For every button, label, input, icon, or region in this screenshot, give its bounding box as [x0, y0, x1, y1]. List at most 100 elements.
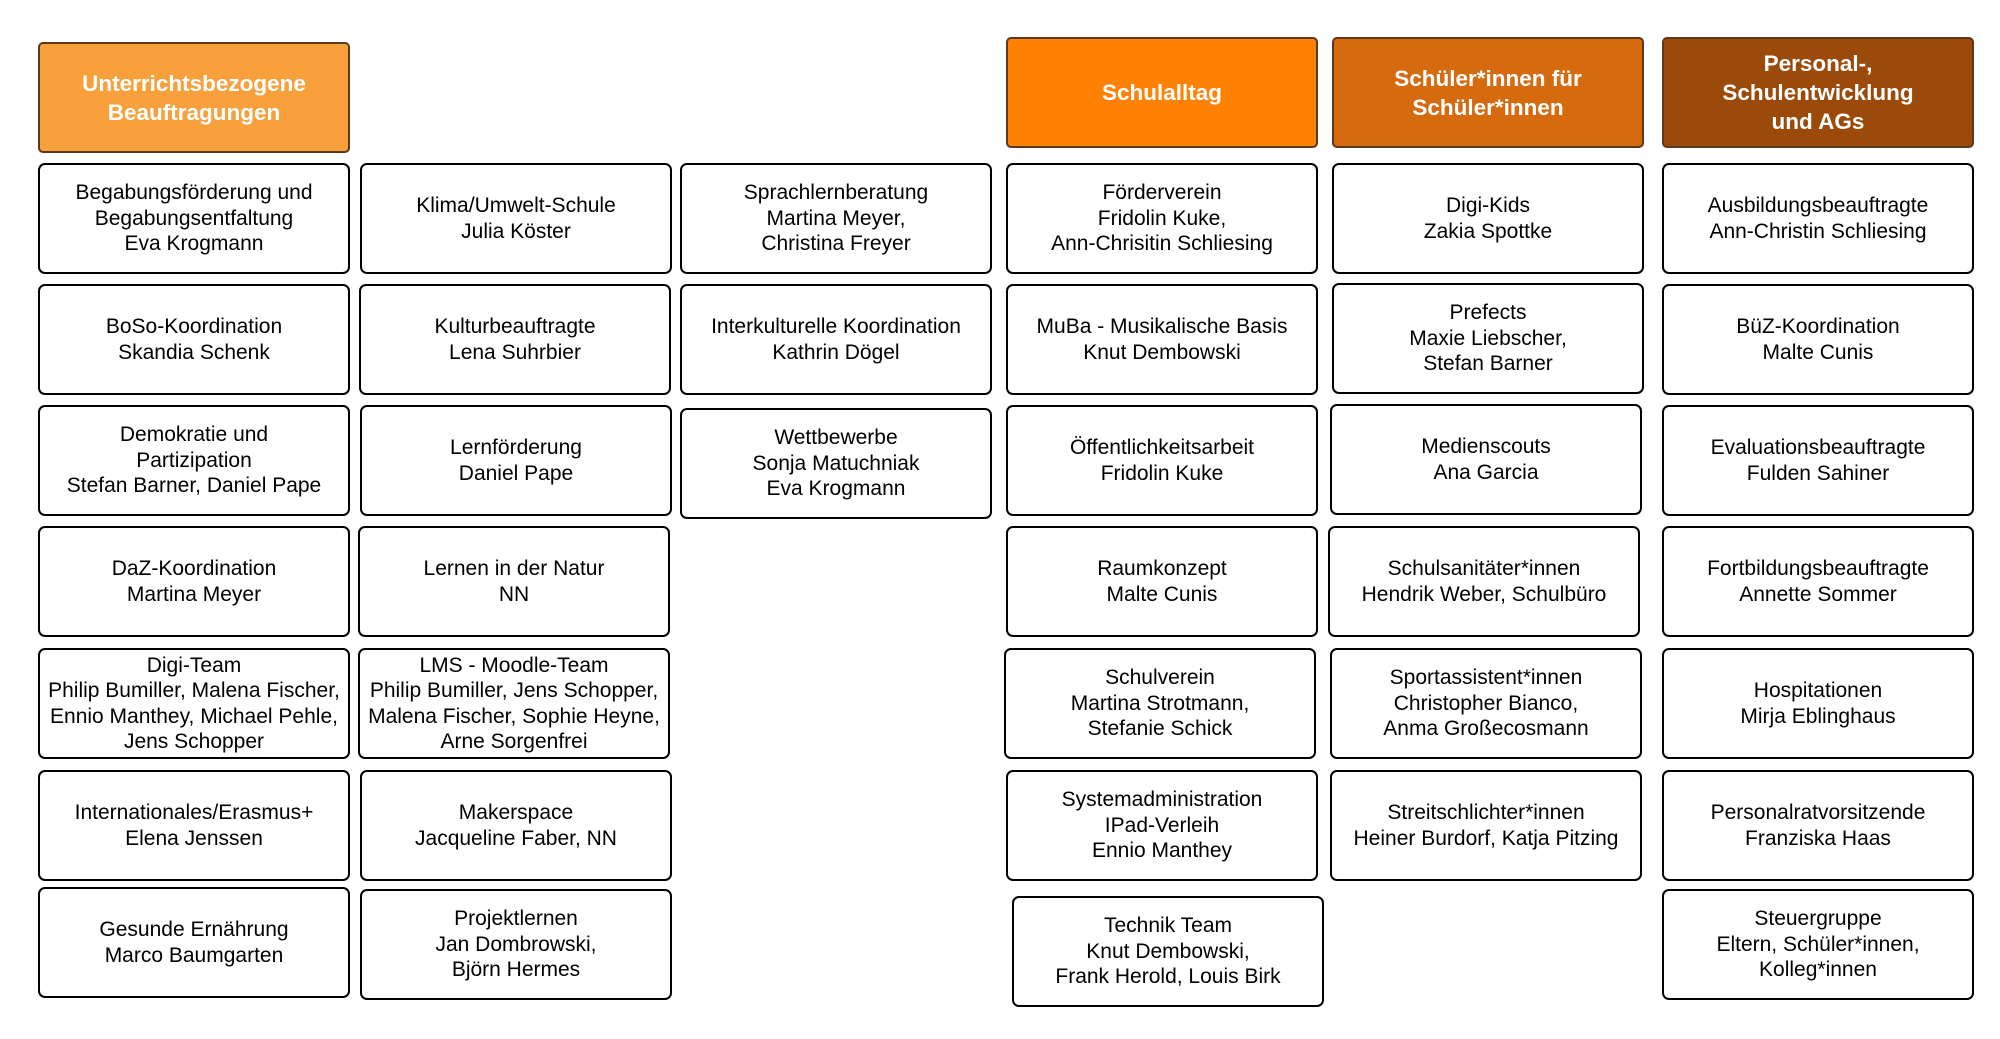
role-person: Anma Großecosmann: [1383, 717, 1589, 741]
role-person: Julia Köster: [461, 219, 571, 243]
role-title: Interkulturelle Koordination: [711, 315, 961, 338]
role-box: Schulsanitäter*innen Hendrik Weber, Schu…: [1328, 526, 1640, 637]
role-person: Malte Cunis: [1106, 582, 1218, 606]
role-box: Wettbewerbe Sonja Matuchniak Eva Krogman…: [680, 408, 992, 519]
role-person: Ann-Christin Schliesing: [1709, 219, 1927, 243]
role-person: NN: [498, 582, 530, 606]
role-person: Hendrik Weber, Schulbüro: [1361, 582, 1607, 606]
role-box: Raumkonzept Malte Cunis: [1006, 526, 1318, 637]
role-person: Martina Meyer: [126, 582, 262, 606]
role-title: Hospitationen: [1753, 679, 1883, 702]
role-box: LMS - Moodle-Team Philip Bumiller, Jens …: [358, 648, 670, 759]
role-title: Prefects: [1449, 301, 1527, 325]
role-person: Annette Sommer: [1739, 582, 1897, 606]
role-person: Heiner Burdorf, Katja Pitzing: [1353, 826, 1619, 850]
role-line: Partizipation: [136, 448, 252, 472]
role-title: LMS - Moodle-Team: [419, 653, 609, 677]
header-schulalltag: Schulalltag: [1006, 37, 1318, 148]
role-box: Lernen in der Natur NN: [358, 526, 670, 637]
role-title: Ausbildungsbeauftragte: [1707, 194, 1929, 217]
role-title: Begabungsförderung und: [75, 181, 313, 205]
role-box: BüZ-Koordination Malte Cunis: [1662, 284, 1974, 395]
role-person: Kolleg*innen: [1759, 958, 1877, 982]
role-box: Interkulturelle Koordination Kathrin Dög…: [680, 284, 992, 395]
role-box: Öffentlichkeitsarbeit Fridolin Kuke: [1006, 405, 1318, 516]
role-box: DaZ-Koordination Martina Meyer: [38, 526, 350, 637]
role-person: Knut Dembowski: [1083, 340, 1241, 364]
header-line: Personal-,: [1763, 51, 1873, 76]
role-title: DaZ-Koordination: [111, 557, 277, 580]
role-person: Daniel Pape: [458, 461, 574, 485]
role-box: Streitschlichter*innen Heiner Burdorf, K…: [1330, 770, 1642, 881]
role-person: Kathrin Dögel: [772, 340, 900, 364]
role-person: Fridolin Kuke,: [1097, 206, 1227, 230]
role-title: Schulsanitäter*innen: [1387, 557, 1581, 580]
header-unterrichtsbezogene-beauftragungen: Unterrichtsbezogene Beauftragungen: [38, 42, 350, 153]
role-person: Skandia Schenk: [118, 340, 270, 364]
header-line: Unterrichtsbezogene: [82, 70, 306, 96]
role-box: Systemadministration IPad-Verleih Ennio …: [1006, 770, 1318, 881]
role-title: Wettbewerbe: [774, 426, 898, 450]
role-box: MuBa - Musikalische Basis Knut Dembowski: [1006, 284, 1318, 395]
role-box: Digi-Team Philip Bumiller, Malena Fische…: [38, 648, 350, 759]
role-line: IPad-Verleih: [1104, 813, 1220, 837]
role-person: Martina Meyer,: [766, 206, 906, 230]
role-person: Philip Bumiller, Malena Fischer,: [48, 679, 340, 702]
role-person: Stefan Barner, Daniel Pape: [66, 474, 322, 498]
header-schueler-fuer-schueler: Schüler*innen für Schüler*innen: [1332, 37, 1644, 148]
role-person: Jens Schopper: [123, 730, 265, 753]
role-title: Systemadministration: [1061, 788, 1263, 812]
role-title: Projektlernen: [454, 907, 578, 931]
role-box: Internationales/Erasmus+ Elena Jenssen: [38, 770, 350, 881]
role-person: Eltern, Schüler*innen,: [1716, 932, 1920, 956]
role-person: Philip Bumiller, Jens Schopper,: [369, 679, 659, 702]
role-person: Ennio Manthey: [1091, 839, 1233, 863]
role-person: Jacqueline Faber, NN: [415, 826, 617, 850]
role-person: Eva Krogmann: [766, 477, 906, 501]
header-line: Schüler*innen für: [1394, 65, 1582, 91]
role-title: MuBa - Musikalische Basis: [1036, 315, 1288, 338]
role-title: Digi-Team: [146, 653, 242, 677]
header-line: Schüler*innen: [1412, 94, 1564, 120]
role-title: Streitschlichter*innen: [1387, 801, 1585, 824]
role-box: Schulverein Martina Strotmann, Stefanie …: [1004, 648, 1316, 759]
role-title: Steuergruppe: [1754, 907, 1882, 931]
role-person: Fulden Sahiner: [1746, 461, 1890, 485]
role-person: Christina Freyer: [761, 232, 911, 256]
role-box: Kulturbeauftragte Lena Suhrbier: [359, 284, 671, 395]
role-box: Sprachlernberatung Martina Meyer, Christ…: [680, 163, 992, 274]
role-person: Eva Krogmann: [124, 232, 264, 256]
role-person: Fridolin Kuke: [1100, 461, 1224, 485]
role-box: Demokratie und Partizipation Stefan Barn…: [38, 405, 350, 516]
header-personal-schulentwicklung: Personal-, Schulentwicklung und AGs: [1662, 37, 1974, 148]
role-person: Stefan Barner: [1423, 352, 1553, 376]
role-box: BoSo-Koordination Skandia Schenk: [38, 284, 350, 395]
role-person: Ennio Manthey, Michael Pehle,: [50, 704, 338, 728]
role-title: BoSo-Koordination: [105, 315, 283, 338]
role-person: Mirja Eblinghaus: [1740, 704, 1896, 728]
role-box: Evaluationsbeauftragte Fulden Sahiner: [1662, 405, 1974, 516]
role-title: Technik Team: [1103, 914, 1232, 938]
role-person: Martina Strotmann,: [1070, 691, 1250, 715]
role-title: Sprachlernberatung: [743, 181, 929, 205]
role-box: Projektlernen Jan Dombrowski, Björn Herm…: [360, 889, 672, 1000]
role-box: Personalratvorsitzende Franziska Haas: [1662, 770, 1974, 881]
role-person: Marco Baumgarten: [104, 943, 284, 967]
role-title: Öffentlichkeitsarbeit: [1069, 436, 1255, 459]
role-title: Raumkonzept: [1097, 557, 1227, 580]
role-title: Internationales/Erasmus+: [74, 801, 314, 824]
role-person: Malte Cunis: [1762, 340, 1874, 364]
role-person: Elena Jenssen: [125, 826, 263, 850]
role-title: Schulverein: [1105, 666, 1215, 690]
role-box: Prefects Maxie Liebscher, Stefan Barner: [1332, 283, 1644, 394]
role-title: Förderverein: [1102, 181, 1222, 205]
role-title: BüZ-Koordination: [1736, 315, 1900, 338]
role-box: Gesunde Ernährung Marco Baumgarten: [38, 887, 350, 998]
header-line: Schulentwicklung: [1722, 80, 1914, 105]
role-box: Ausbildungsbeauftragte Ann-Christin Schl…: [1662, 163, 1974, 274]
role-person: Ann-Chrisitin Schliesing: [1051, 232, 1273, 256]
header-line: Schulalltag: [1101, 80, 1223, 105]
role-title: Makerspace: [458, 801, 574, 824]
role-box: Förderverein Fridolin Kuke, Ann-Chrisiti…: [1006, 163, 1318, 274]
header-line: Beauftragungen: [107, 99, 281, 125]
